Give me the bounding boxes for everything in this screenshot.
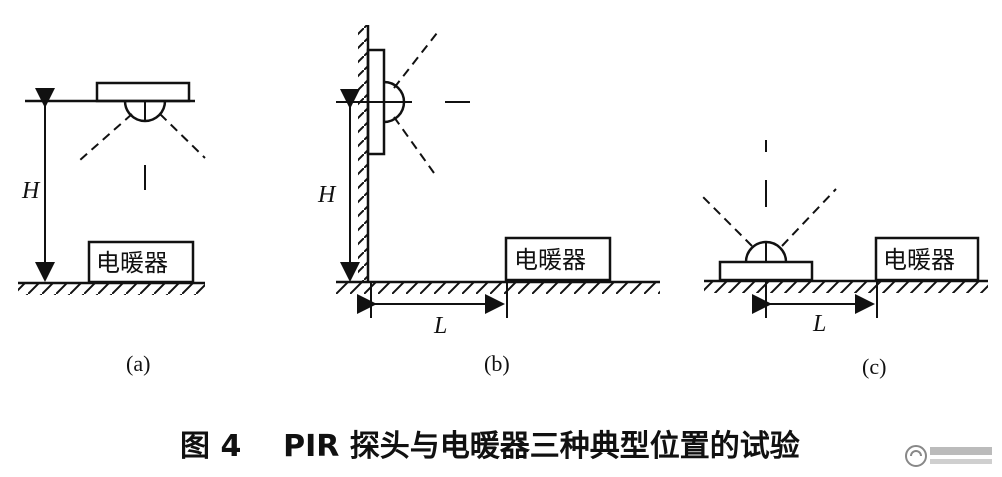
panel-b: H 电暖器 L (b) bbox=[317, 25, 660, 376]
heater-box bbox=[504, 236, 612, 282]
sensor-housing bbox=[718, 260, 814, 282]
watermark-logo bbox=[904, 441, 996, 471]
panel-label: (c) bbox=[862, 354, 886, 379]
panel-label: (b) bbox=[484, 351, 510, 376]
height-label: H bbox=[317, 182, 337, 208]
sensor-dome bbox=[123, 100, 167, 123]
heater-label: 电暖器 bbox=[514, 246, 586, 274]
detection-ray bbox=[781, 188, 837, 247]
floor-hatch bbox=[18, 283, 205, 295]
heater-label: 电暖器 bbox=[883, 246, 955, 274]
detection-ray bbox=[79, 113, 133, 161]
height-label: H bbox=[21, 178, 41, 204]
panel-label: (a) bbox=[126, 351, 150, 376]
panel-c: 电暖器 L (c) bbox=[699, 140, 988, 379]
detection-ray bbox=[159, 113, 206, 159]
floor-hatch bbox=[704, 281, 988, 293]
heater-label: 电暖器 bbox=[96, 249, 168, 277]
figure-caption: 图 4 PIR 探头与电暖器三种典型位置的试验 bbox=[180, 429, 800, 464]
panel-a: H 电暖器 (a) bbox=[18, 81, 206, 376]
detection-ray bbox=[699, 193, 753, 247]
distance-label: L bbox=[812, 311, 826, 337]
sensor-housing bbox=[95, 81, 191, 103]
detection-ray bbox=[393, 116, 435, 174]
floor-hatch bbox=[336, 282, 660, 294]
distance-label: L bbox=[433, 313, 447, 339]
wall-hatch bbox=[358, 25, 368, 283]
detection-ray bbox=[393, 32, 438, 89]
